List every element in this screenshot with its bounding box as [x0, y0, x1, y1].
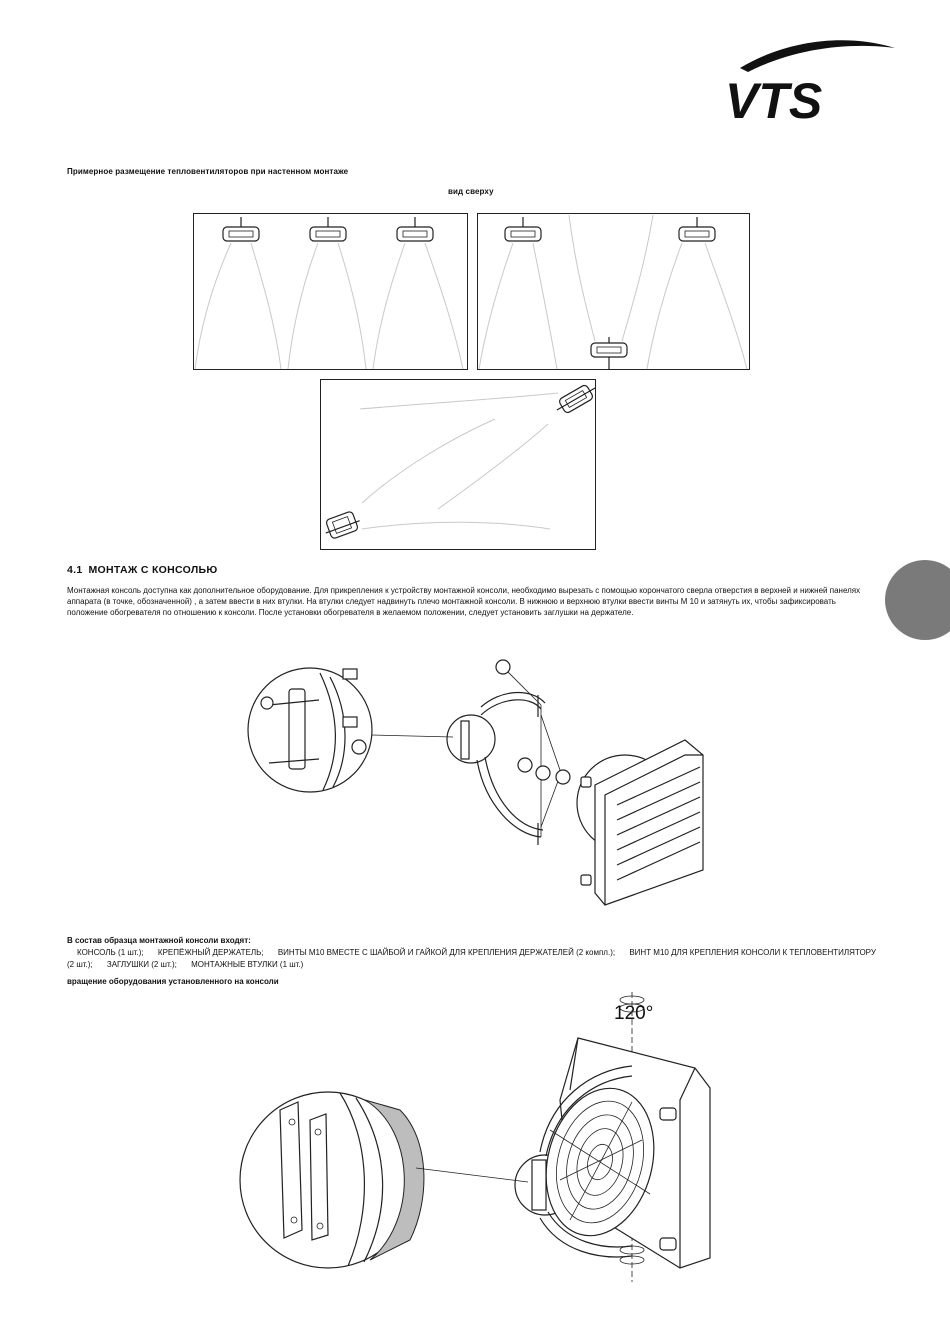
detail-circle: [247, 667, 373, 793]
kit-item: КРЕПЁЖНЫЙ ДЕРЖАТЕЛЬ;: [157, 948, 264, 957]
console-description: Монтажная консоль доступна как дополните…: [67, 586, 861, 618]
section-number: 4.1: [67, 564, 83, 576]
heater-unit-drawing: [576, 739, 704, 906]
vts-logo: VTS: [720, 30, 910, 130]
heater-unit-icon: [309, 217, 347, 242]
heater-unit-icon: [678, 217, 716, 242]
kit-item: КОНСОЛЬ (1 шт.);: [77, 948, 144, 957]
heater-unit-icon: [222, 217, 260, 242]
logo-text: VTS: [725, 73, 822, 129]
heater-unit-icon: [504, 217, 542, 242]
rotation-angle-label: 120°: [614, 1003, 654, 1024]
rotation-drawing: [239, 992, 711, 1282]
kit-item: ВИНТ M10 ДЛЯ КРЕПЛЕНИЯ КОНСОЛИ К ТЕПЛОВЕ…: [67, 948, 876, 969]
detail-circle: [239, 1091, 425, 1269]
heater-unit-icon: [325, 511, 360, 539]
kit-title: В состав образца монтажной консоли входя…: [67, 936, 251, 945]
heater-unit-drawing: [545, 1037, 711, 1269]
heater-unit-icon: [556, 384, 596, 414]
heater-unit-icon: [590, 337, 628, 369]
kit-item: ВИНТЫ M10 ВМЕСТЕ С ШАЙБОЙ И ГАЙКОЙ ДЛЯ К…: [277, 948, 616, 957]
section-heading: 4.1 МОНТАЖ С КОНСОЛЬЮ: [67, 564, 217, 576]
view-label: вид сверху: [448, 187, 494, 196]
kit-list: КОНСОЛЬ (1 шт.); КРЕПЁЖНЫЙ ДЕРЖАТЕЛЬ; ВИ…: [67, 947, 882, 970]
placement-diagram-a: [193, 213, 468, 370]
placement-diagram-b: [477, 213, 750, 370]
placement-caption: Примерное размещение тепловентиляторов п…: [67, 167, 349, 176]
airflow-curves: [478, 214, 748, 370]
heater-unit-icon: [396, 217, 434, 242]
section-title: МОНТАЖ С КОНСОЛЬЮ: [88, 564, 218, 576]
page-tab-marker: [885, 560, 950, 640]
kit-item: МОНТАЖНЫЕ ВТУЛКИ (1 шт.): [191, 959, 304, 969]
rotation-caption: вращение оборудования установленного на …: [67, 977, 279, 986]
console-mounting-drawing: [247, 659, 704, 906]
airflow-curves: [194, 242, 464, 370]
placement-diagram-c: [320, 379, 596, 550]
kit-item: ЗАГЛУШКИ (2 шт.);: [106, 959, 177, 969]
airflow-curves: [359, 392, 559, 530]
